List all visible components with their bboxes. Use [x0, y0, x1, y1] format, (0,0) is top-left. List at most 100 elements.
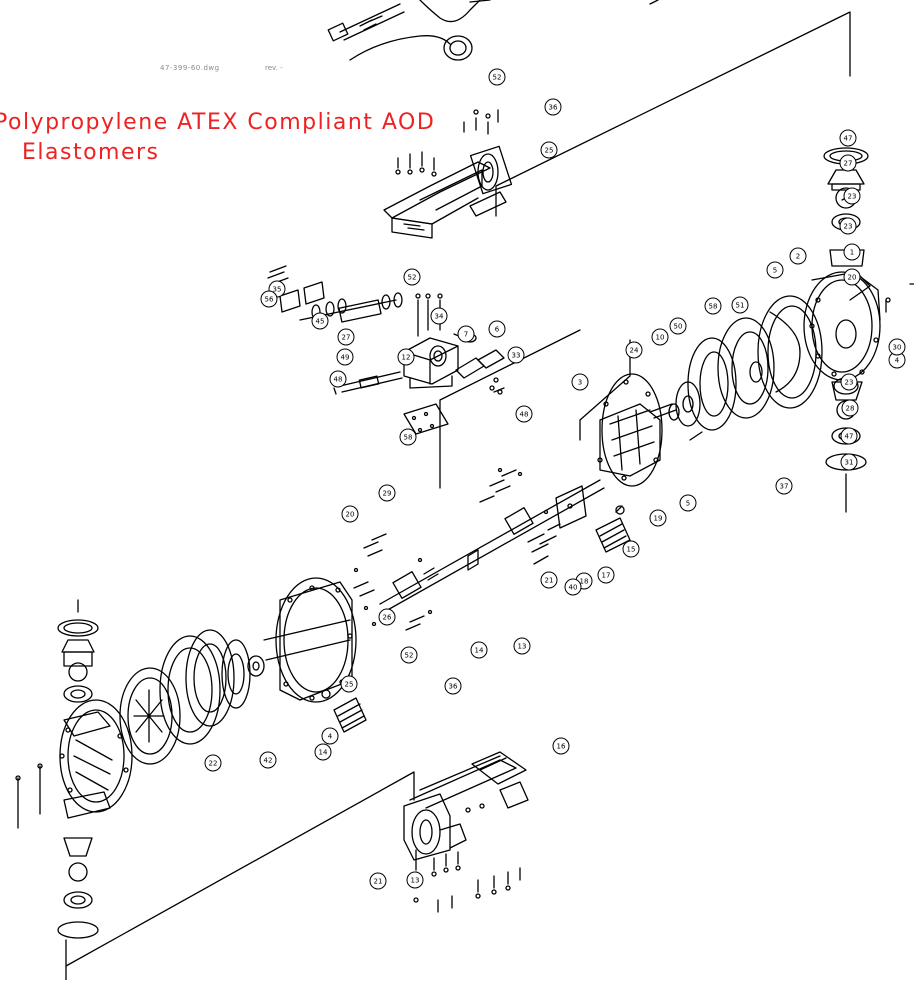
callout-balloon: 34: [430, 307, 448, 325]
callout-number: 19: [654, 515, 663, 523]
callout-circle: [406, 871, 424, 889]
callout-circle: [704, 297, 722, 315]
callout-number: 22: [209, 760, 218, 768]
callout-number: 7: [464, 331, 468, 339]
callout-circle: [544, 98, 562, 116]
callout-number: 37: [780, 483, 789, 491]
callout-number: 23: [845, 379, 854, 387]
callout-circle: [597, 566, 615, 584]
callout-number: 20: [346, 511, 355, 519]
callout-number: 48: [334, 376, 343, 384]
callout-balloon: 40: [564, 578, 582, 596]
callout-circle: [329, 370, 347, 388]
callout-circle: [488, 320, 506, 338]
drawing-title-line-2: Elastomers: [22, 140, 160, 165]
callout-balloon: 36: [544, 98, 562, 116]
callout-circle: [651, 328, 669, 346]
callout-balloon: 5: [766, 261, 784, 279]
callout-number: 58: [404, 434, 413, 442]
callout-number: 25: [545, 147, 554, 155]
callout-circle: [515, 405, 533, 423]
callout-number: 5: [773, 267, 777, 275]
callout-circle: [552, 737, 570, 755]
callout-number: 26: [383, 614, 392, 622]
callout-circle: [622, 540, 640, 558]
callout-number: 4: [895, 357, 900, 365]
callout-balloon: 19: [649, 509, 667, 527]
suction-manifold: [403, 751, 529, 861]
callout-balloon: 33: [507, 346, 525, 364]
callout-balloon: 2: [789, 247, 807, 265]
callout-balloon: 4: [888, 351, 906, 369]
callout-number: 10: [656, 334, 665, 342]
callout-number: 51: [736, 302, 745, 310]
callout-balloon: 16: [552, 737, 570, 755]
callout-number: 13: [411, 877, 420, 885]
left-ball-valve-stack: [57, 599, 99, 981]
callout-number: 23: [844, 223, 853, 231]
drawing-title-line-1: Polypropylene ATEX Compliant AOD: [0, 110, 436, 135]
callout-balloon: 28: [841, 399, 859, 417]
callout-circle: [378, 484, 396, 502]
callout-balloon: 48: [515, 405, 533, 423]
callout-circle: [766, 261, 784, 279]
callout-balloon: 14: [470, 641, 488, 659]
callout-circle: [840, 427, 858, 445]
callout-number: 5: [686, 500, 690, 508]
callout-number: 30: [893, 344, 902, 352]
callout-circle: [341, 505, 359, 523]
callout-balloon: 21: [540, 571, 558, 589]
callout-circle: [571, 373, 589, 391]
callout-circle: [260, 290, 278, 308]
callout-balloon: 22: [204, 754, 222, 772]
callout-circle: [378, 608, 396, 626]
callout-number: 42: [264, 757, 273, 765]
right-diaphragm-stack: [668, 295, 823, 431]
callout-circle: [679, 494, 697, 512]
callout-number: 16: [557, 743, 566, 751]
callout-number: 17: [602, 572, 611, 580]
callout-balloon: 17: [597, 566, 615, 584]
callout-circle: [204, 754, 222, 772]
callout-circle: [444, 677, 462, 695]
callout-balloon: 20: [341, 505, 359, 523]
callout-balloon: 47: [839, 129, 857, 147]
pilot-pin: [333, 371, 403, 395]
callout-number: 47: [845, 433, 854, 441]
callout-balloon: 12: [397, 348, 415, 366]
callout-balloon: 27: [839, 154, 857, 172]
callout-circle: [369, 872, 387, 890]
callout-circle: [840, 373, 858, 391]
callout-number: 20: [848, 274, 857, 282]
left-outer-chamber: [15, 699, 133, 829]
callout-number: 23: [848, 193, 857, 201]
callout-balloon: 20: [843, 268, 861, 286]
callout-number: 27: [844, 160, 853, 168]
callout-circle: [540, 141, 558, 159]
callout-circle: [513, 637, 531, 655]
callout-number: 34: [435, 313, 444, 321]
callout-balloon: 25: [340, 675, 358, 693]
callout-balloons: 5236254727232312025515850105192436733523…: [204, 68, 906, 890]
callout-number: 18: [580, 578, 589, 586]
callout-number: 40: [569, 584, 578, 592]
callout-circle: [564, 578, 582, 596]
callout-balloon: 13: [406, 871, 424, 889]
callout-number: 4: [328, 733, 333, 741]
callout-balloon: 31: [840, 453, 858, 471]
callout-circle: [625, 341, 643, 359]
callout-circle: [649, 509, 667, 527]
callout-number: 25: [345, 681, 354, 689]
callout-balloon: 45: [311, 312, 329, 330]
discharge-manifold: [383, 145, 513, 239]
callout-circle: [888, 338, 906, 356]
callout-balloon: 51: [731, 296, 749, 314]
callout-balloon: 4: [321, 727, 339, 745]
suction-manifold-bolts: [413, 849, 521, 913]
left-muffler: [321, 689, 367, 733]
callout-circle: [669, 317, 687, 335]
callout-balloon: 3: [571, 373, 589, 391]
callout-balloon: 5: [679, 494, 697, 512]
callout-number: 31: [845, 459, 854, 467]
